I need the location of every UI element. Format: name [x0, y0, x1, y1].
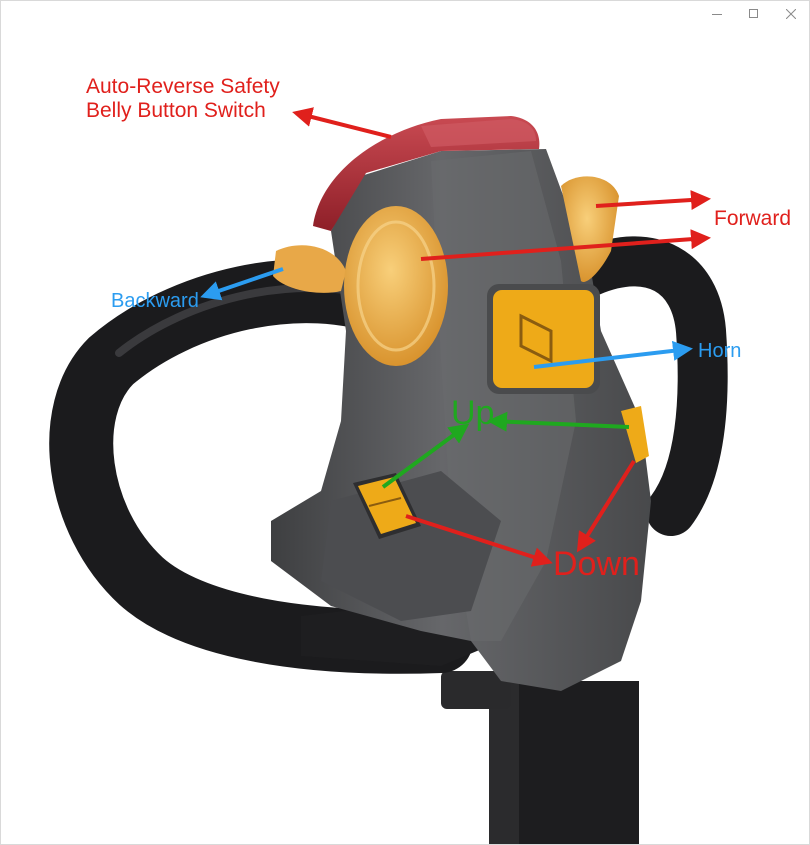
down-label: Down: [553, 545, 640, 583]
forward-thumb-wheel: [561, 176, 619, 282]
close-icon[interactable]: [772, 1, 809, 27]
window-titlebar: [698, 1, 809, 27]
belly-button-switch: [313, 116, 540, 231]
tiller-arm: [441, 671, 639, 844]
backward-label: Backward: [111, 290, 199, 312]
safety-label-line2: Belly Button Switch: [86, 99, 266, 123]
annotation-arrows: [200, 107, 711, 567]
lift-lower-buttons: [353, 406, 649, 539]
minimize-icon[interactable]: [698, 1, 735, 27]
backward-thumb-wheel: [273, 206, 448, 366]
grip-handle: [49, 236, 728, 674]
forward-label: Forward: [714, 207, 792, 230]
belly-button-switch-label: Auto-Reverse Safety Belly Button Switch: [86, 75, 280, 123]
maximize-icon[interactable]: [735, 1, 772, 27]
safety-label-line1: Auto-Reverse Safety: [86, 75, 280, 98]
horn-button: [487, 284, 600, 394]
up-label: Up: [451, 394, 495, 432]
horn-label: Horn: [698, 340, 742, 362]
